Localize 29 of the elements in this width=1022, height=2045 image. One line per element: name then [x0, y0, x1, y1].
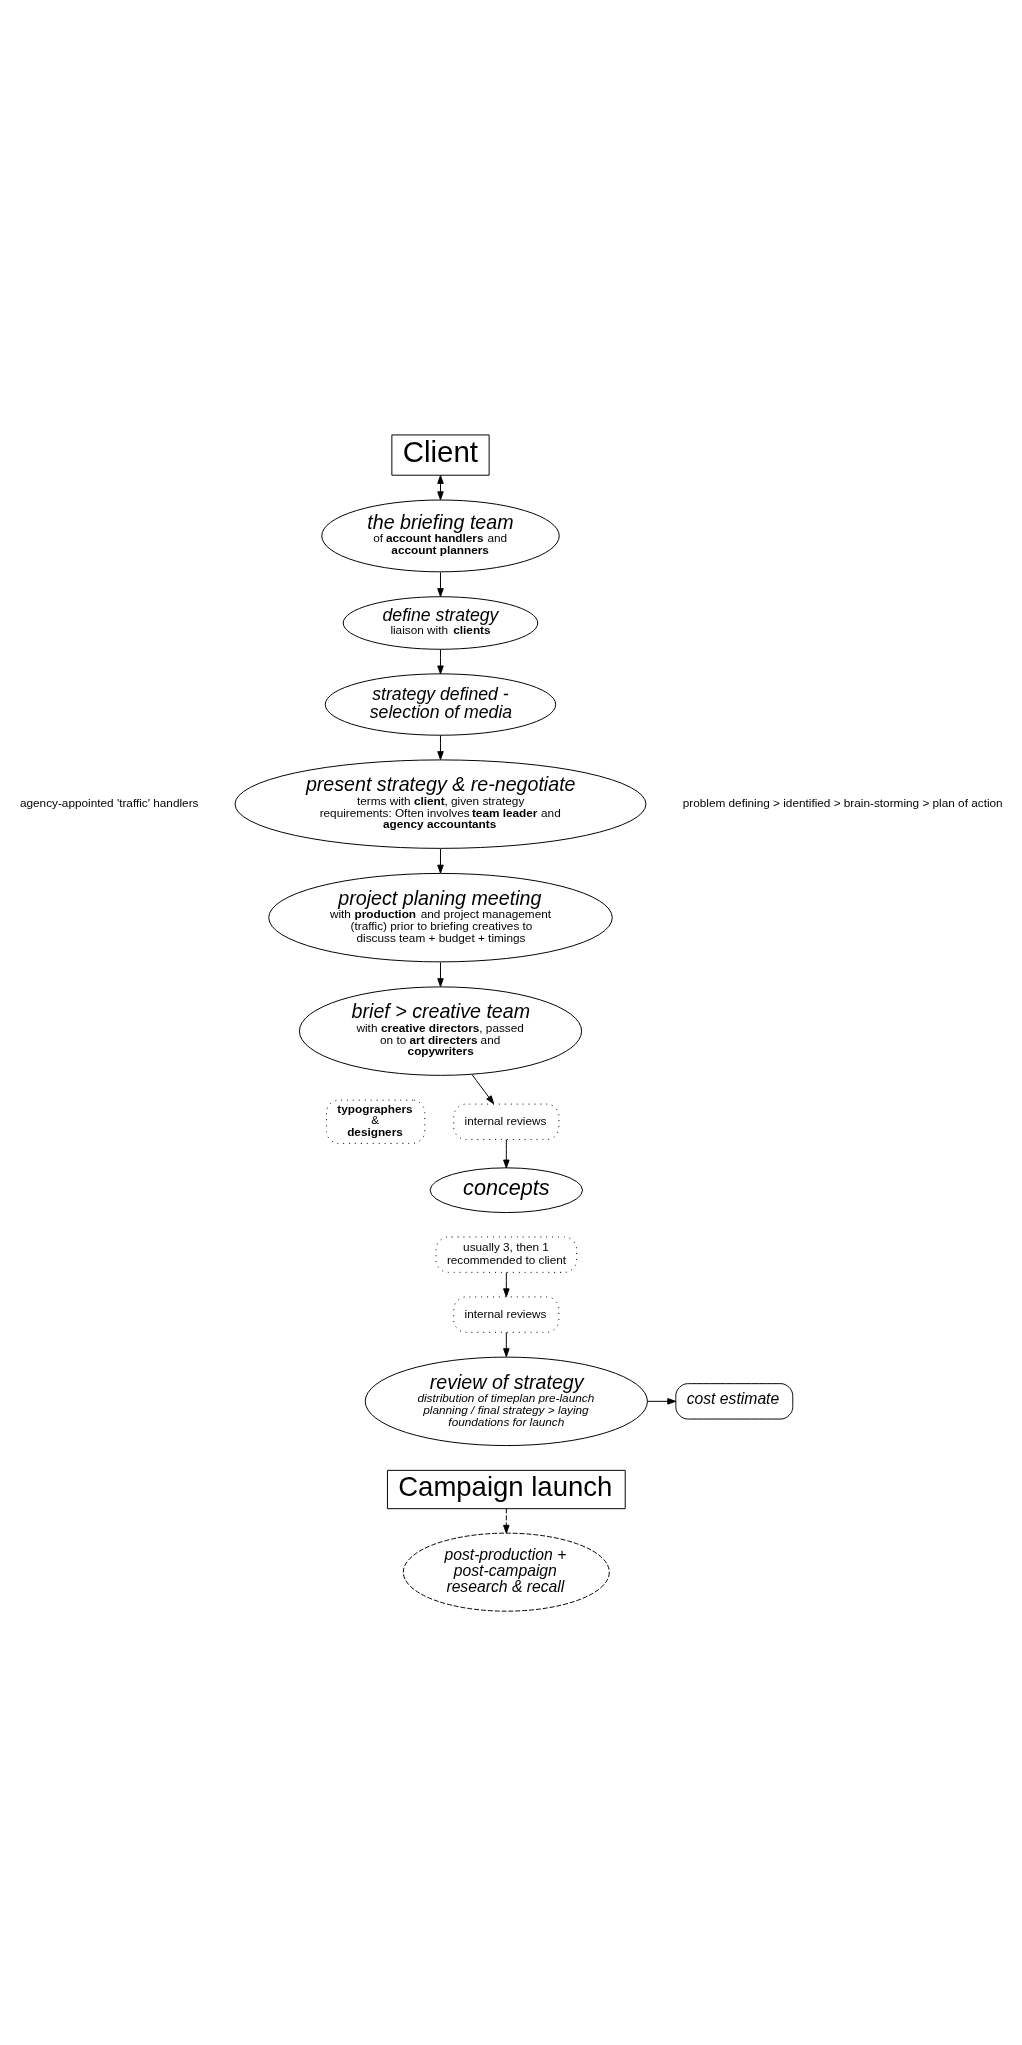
- arrow: [503, 1271, 510, 1297]
- node-box: internal reviews: [453, 1295, 560, 1333]
- arrow: [437, 648, 444, 674]
- node-ellipse: concepts: [429, 1166, 584, 1213]
- arrow: [647, 1397, 677, 1405]
- arrow: [503, 1138, 510, 1168]
- node-ellipse: strategy defined - selection of media: [324, 672, 557, 736]
- node-ellipse: post-production + post-campaign research & recall: [402, 1532, 610, 1612]
- node-ellipse: brief > creative team with creative directors, passed on to art directers and copywriters: [298, 985, 583, 1076]
- arrow: [437, 571, 444, 597]
- node-box: cost estimate: [675, 1382, 794, 1419]
- node-ellipse: the briefing team of account handlers and account planners: [321, 499, 560, 572]
- node-box: usually 3, then 1 recommended to client: [435, 1236, 578, 1273]
- node-box: Campaign launch: [386, 1469, 626, 1509]
- node-ellipse: present strategy & re-negotiate terms with client, given strategy requirements: Often involves team leader and agency accountants: [234, 758, 647, 849]
- arrow: [503, 1507, 510, 1534]
- label: agency-appointed 'traffic' handlers: [19, 795, 199, 809]
- label: problem defining > identified > brain-storming > plan of action: [682, 795, 1003, 809]
- node-box: internal reviews: [453, 1103, 560, 1140]
- node-box: typographers & designers: [326, 1099, 426, 1144]
- node-ellipse: review of strategy distribution of timeplan pre-launch planning / final strategy > laying foundations for launch: [364, 1356, 648, 1446]
- arrow: [437, 961, 444, 987]
- arrow: [437, 847, 444, 873]
- arrow: [503, 1331, 510, 1357]
- node-ellipse: define strategy liaison with clients: [342, 595, 539, 650]
- arrow: [471, 1073, 495, 1104]
- node-box: Client: [391, 433, 490, 476]
- node-ellipse: project planing meeting with production and project management (traffic) prior to briefing creatives to discuss team + budget + timings: [268, 872, 613, 962]
- arrow: [437, 734, 444, 760]
